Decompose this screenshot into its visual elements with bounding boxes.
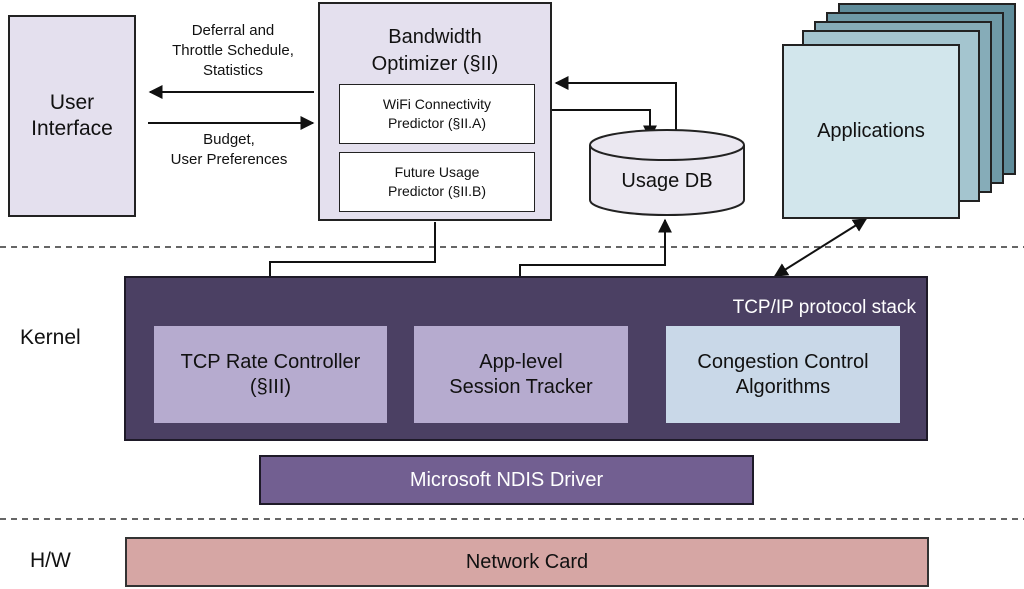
session-tracker-label: App-level Session Tracker: [449, 350, 593, 398]
tcp-rate-controller-box: TCP Rate Controller (§III): [154, 326, 387, 423]
user-interface-label: User Interface: [31, 91, 113, 140]
budget-label: Budget, User Preferences: [170, 131, 288, 168]
kernel-layer-label: Kernel: [20, 326, 81, 349]
tcpip-stack-label: TCP/IP protocol stack: [732, 297, 916, 318]
usage-db-cylinder: [589, 129, 745, 216]
bandwidth-optimizer-box: Bandwidth Optimizer (§II) WiFi Connectiv…: [318, 2, 552, 221]
network-card-box: Network Card: [125, 537, 929, 587]
deferral-label: Deferral and Throttle Schedule, Statisti…: [172, 22, 294, 79]
tcp-rate-controller-label: TCP Rate Controller (§III): [180, 350, 361, 398]
congestion-control-box: Congestion Control Algorithms: [666, 326, 900, 423]
arrow-wifi-to-db: [533, 109, 657, 140]
applications-label: Applications: [817, 120, 925, 142]
ndis-driver-label: Microsoft NDIS Driver: [409, 468, 604, 491]
session-tracker-box: App-level Session Tracker: [414, 326, 628, 423]
applications-box: Applications: [782, 44, 960, 219]
future-usage-box: Future Usage Predictor (§II.B): [339, 152, 535, 212]
wifi-predictor-box: WiFi Connectivity Predictor (§II.A): [339, 84, 535, 144]
usage-db-label: Usage DB: [621, 170, 713, 192]
wifi-predictor-label: WiFi Connectivity Predictor (§II.A): [382, 96, 492, 131]
future-usage-label: Future Usage Predictor (§II.B): [387, 164, 487, 199]
congestion-control-label: Congestion Control Algorithms: [697, 350, 869, 398]
network-card-label: Network Card: [465, 550, 589, 573]
tcpip-stack-box: TCP/IP protocol stack TCP Rate Controlle…: [124, 276, 928, 441]
bandwidth-optimizer-title: Bandwidth Optimizer (§II): [371, 26, 499, 75]
user-interface-box: User Interface: [8, 15, 136, 217]
arrow-db-to-optimizer: [554, 76, 677, 142]
arrow-apps-stack: [773, 218, 868, 277]
hw-layer-label: H/W: [30, 549, 71, 572]
ndis-driver-box: Microsoft NDIS Driver: [259, 455, 754, 505]
